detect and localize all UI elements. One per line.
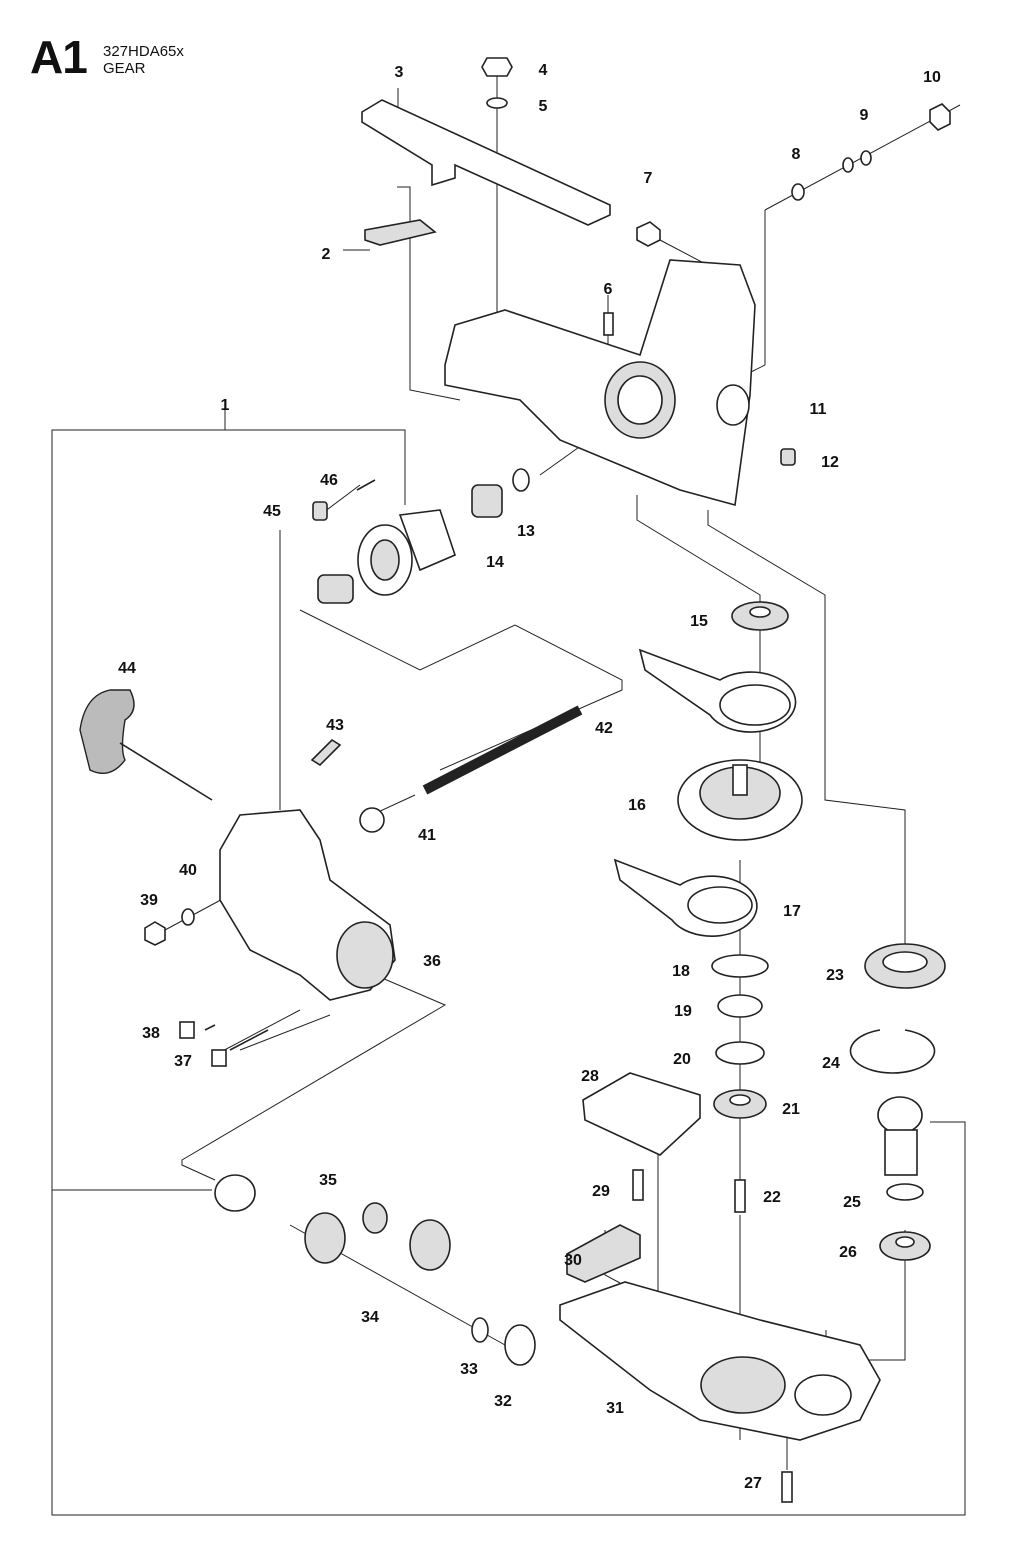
callout-6: 6 <box>604 281 613 298</box>
callout-14: 14 <box>486 554 504 571</box>
callout-44: 44 <box>118 660 136 677</box>
callout-18: 18 <box>672 963 690 980</box>
callout-11: 11 <box>810 401 827 418</box>
diagram-title: GEAR <box>103 60 146 77</box>
callout-40: 40 <box>179 862 197 879</box>
assembly-frame <box>51 410 966 1516</box>
callout-19: 19 <box>674 1003 692 1020</box>
callout-28: 28 <box>581 1068 599 1085</box>
callout-39: 39 <box>140 892 158 909</box>
callout-26: 26 <box>839 1244 857 1261</box>
model-number: 327HDA65x <box>103 43 184 60</box>
callout-31: 31 <box>606 1400 624 1417</box>
callout-22: 22 <box>763 1189 781 1206</box>
callout-20: 20 <box>673 1051 691 1068</box>
callout-13: 13 <box>517 523 535 540</box>
callout-15: 15 <box>690 613 708 630</box>
callout-1: 1 <box>221 397 230 414</box>
page-code: A1 <box>30 31 88 83</box>
callout-25: 25 <box>843 1194 861 1211</box>
callout-23: 23 <box>826 967 844 984</box>
callout-12: 12 <box>821 454 839 471</box>
callout-21: 21 <box>782 1101 800 1118</box>
callout-42: 42 <box>595 720 613 737</box>
callout-43: 43 <box>326 717 344 734</box>
callout-30: 30 <box>564 1252 582 1269</box>
callout-8: 8 <box>792 146 801 163</box>
callout-41: 41 <box>418 827 436 844</box>
callout-5: 5 <box>539 98 548 115</box>
callout-45: 45 <box>263 503 281 520</box>
callout-34: 34 <box>361 1309 379 1326</box>
callout-32: 32 <box>494 1393 512 1410</box>
callout-9: 9 <box>860 107 869 124</box>
callout-10: 10 <box>923 69 941 86</box>
callout-35: 35 <box>319 1172 337 1189</box>
callout-16: 16 <box>628 797 646 814</box>
part-shapes <box>79 57 951 1503</box>
callout-4: 4 <box>539 62 548 79</box>
callout-27: 27 <box>744 1475 762 1492</box>
callout-29: 29 <box>592 1183 610 1200</box>
callout-33: 33 <box>460 1361 478 1378</box>
callout-36: 36 <box>423 953 441 970</box>
callout-7: 7 <box>644 170 653 187</box>
callout-46: 46 <box>320 472 338 489</box>
callout-17: 17 <box>783 903 801 920</box>
callout-38: 38 <box>142 1025 160 1042</box>
callout-24: 24 <box>822 1055 840 1072</box>
callout-2: 2 <box>322 246 331 263</box>
callout-3: 3 <box>395 64 404 81</box>
callout-37: 37 <box>174 1053 192 1070</box>
